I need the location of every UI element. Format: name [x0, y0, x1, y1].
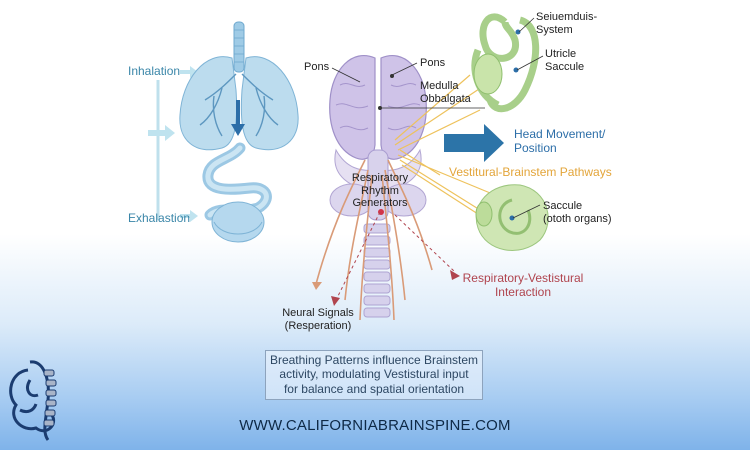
utricle-line-2: Saccule [545, 60, 585, 73]
interaction-line-2: Interaction [494, 284, 552, 299]
caption-line-3: for balance and spatial orientation [283, 381, 465, 396]
pathway-lines [394, 74, 496, 226]
interaction-label: Respiratory-Vestistural Interaction [448, 271, 598, 300]
generators-line-1: Respiratory [351, 172, 409, 184]
generators-line-2: Rhythm [361, 184, 399, 197]
lungs-illustration [179, 21, 299, 243]
saccule-illustration [475, 184, 549, 251]
brain-illustration [329, 55, 427, 221]
inhalation-label: Inhalation [128, 64, 181, 78]
semicircular-line-1: Seiuemduis- [536, 11, 598, 23]
neural-line-2: (Resperation) [284, 319, 352, 332]
neural-line-1: Neural Signals [282, 307, 354, 319]
logo-vertebrae [43, 369, 57, 427]
saccule-line-1: Saccule [543, 200, 583, 212]
caption-box: Breathing Patterns influence Brainstem a… [265, 350, 483, 400]
website-url: WWW.CALIFORNIABRAINSPINE.COM [239, 417, 511, 434]
pons-left-label: Pons [304, 61, 330, 73]
caption-line-1: Breathing Patterns influence Brainstem [269, 353, 479, 367]
medulla-line-1: Medulla [420, 80, 459, 92]
interaction-line-1: Respiratory-Vestistural [462, 271, 584, 285]
pons-right-label: Pons [420, 57, 446, 69]
head-movement-arrow [444, 124, 504, 162]
exhalation-label: Exhalastion [128, 211, 191, 225]
semicircular-line-2: System [536, 23, 573, 36]
pathways-label: Vestitural-Brainstem Pathways [449, 165, 612, 179]
head-movement-line-1: Head Movement/ [514, 127, 606, 141]
nerve-fibres [319, 159, 433, 321]
brain-leader-lines [331, 62, 485, 109]
utricle-line-1: Utricle [545, 48, 577, 60]
medulla-line-2: Obbalgata [420, 92, 471, 105]
generators-line-3: Generators [352, 197, 408, 210]
saccule-label: Saccule (ototh organs) [543, 200, 611, 225]
utricle-label: Utricle Saccule [545, 48, 584, 73]
saccule-line-2: (ototh organs) [543, 212, 612, 225]
head-movement-label: Head Movement/ Position [514, 127, 606, 156]
neural-signals-label: Neural Signals (Resperation) [268, 307, 368, 332]
head-movement-line-2: Position [514, 140, 557, 155]
utricle-shape [473, 53, 503, 95]
interaction-dashes [334, 211, 456, 303]
breath-guide [148, 66, 198, 222]
spine-illustration [363, 223, 391, 318]
caption-line-2: activity, modulating Vestistural input [279, 367, 469, 382]
medulla-label: Medulla Obbalgata [420, 80, 471, 105]
semicircular-label: Seiuemduis- System [536, 11, 597, 36]
generators-label: Respiratory Rhythm Generators [340, 172, 420, 210]
